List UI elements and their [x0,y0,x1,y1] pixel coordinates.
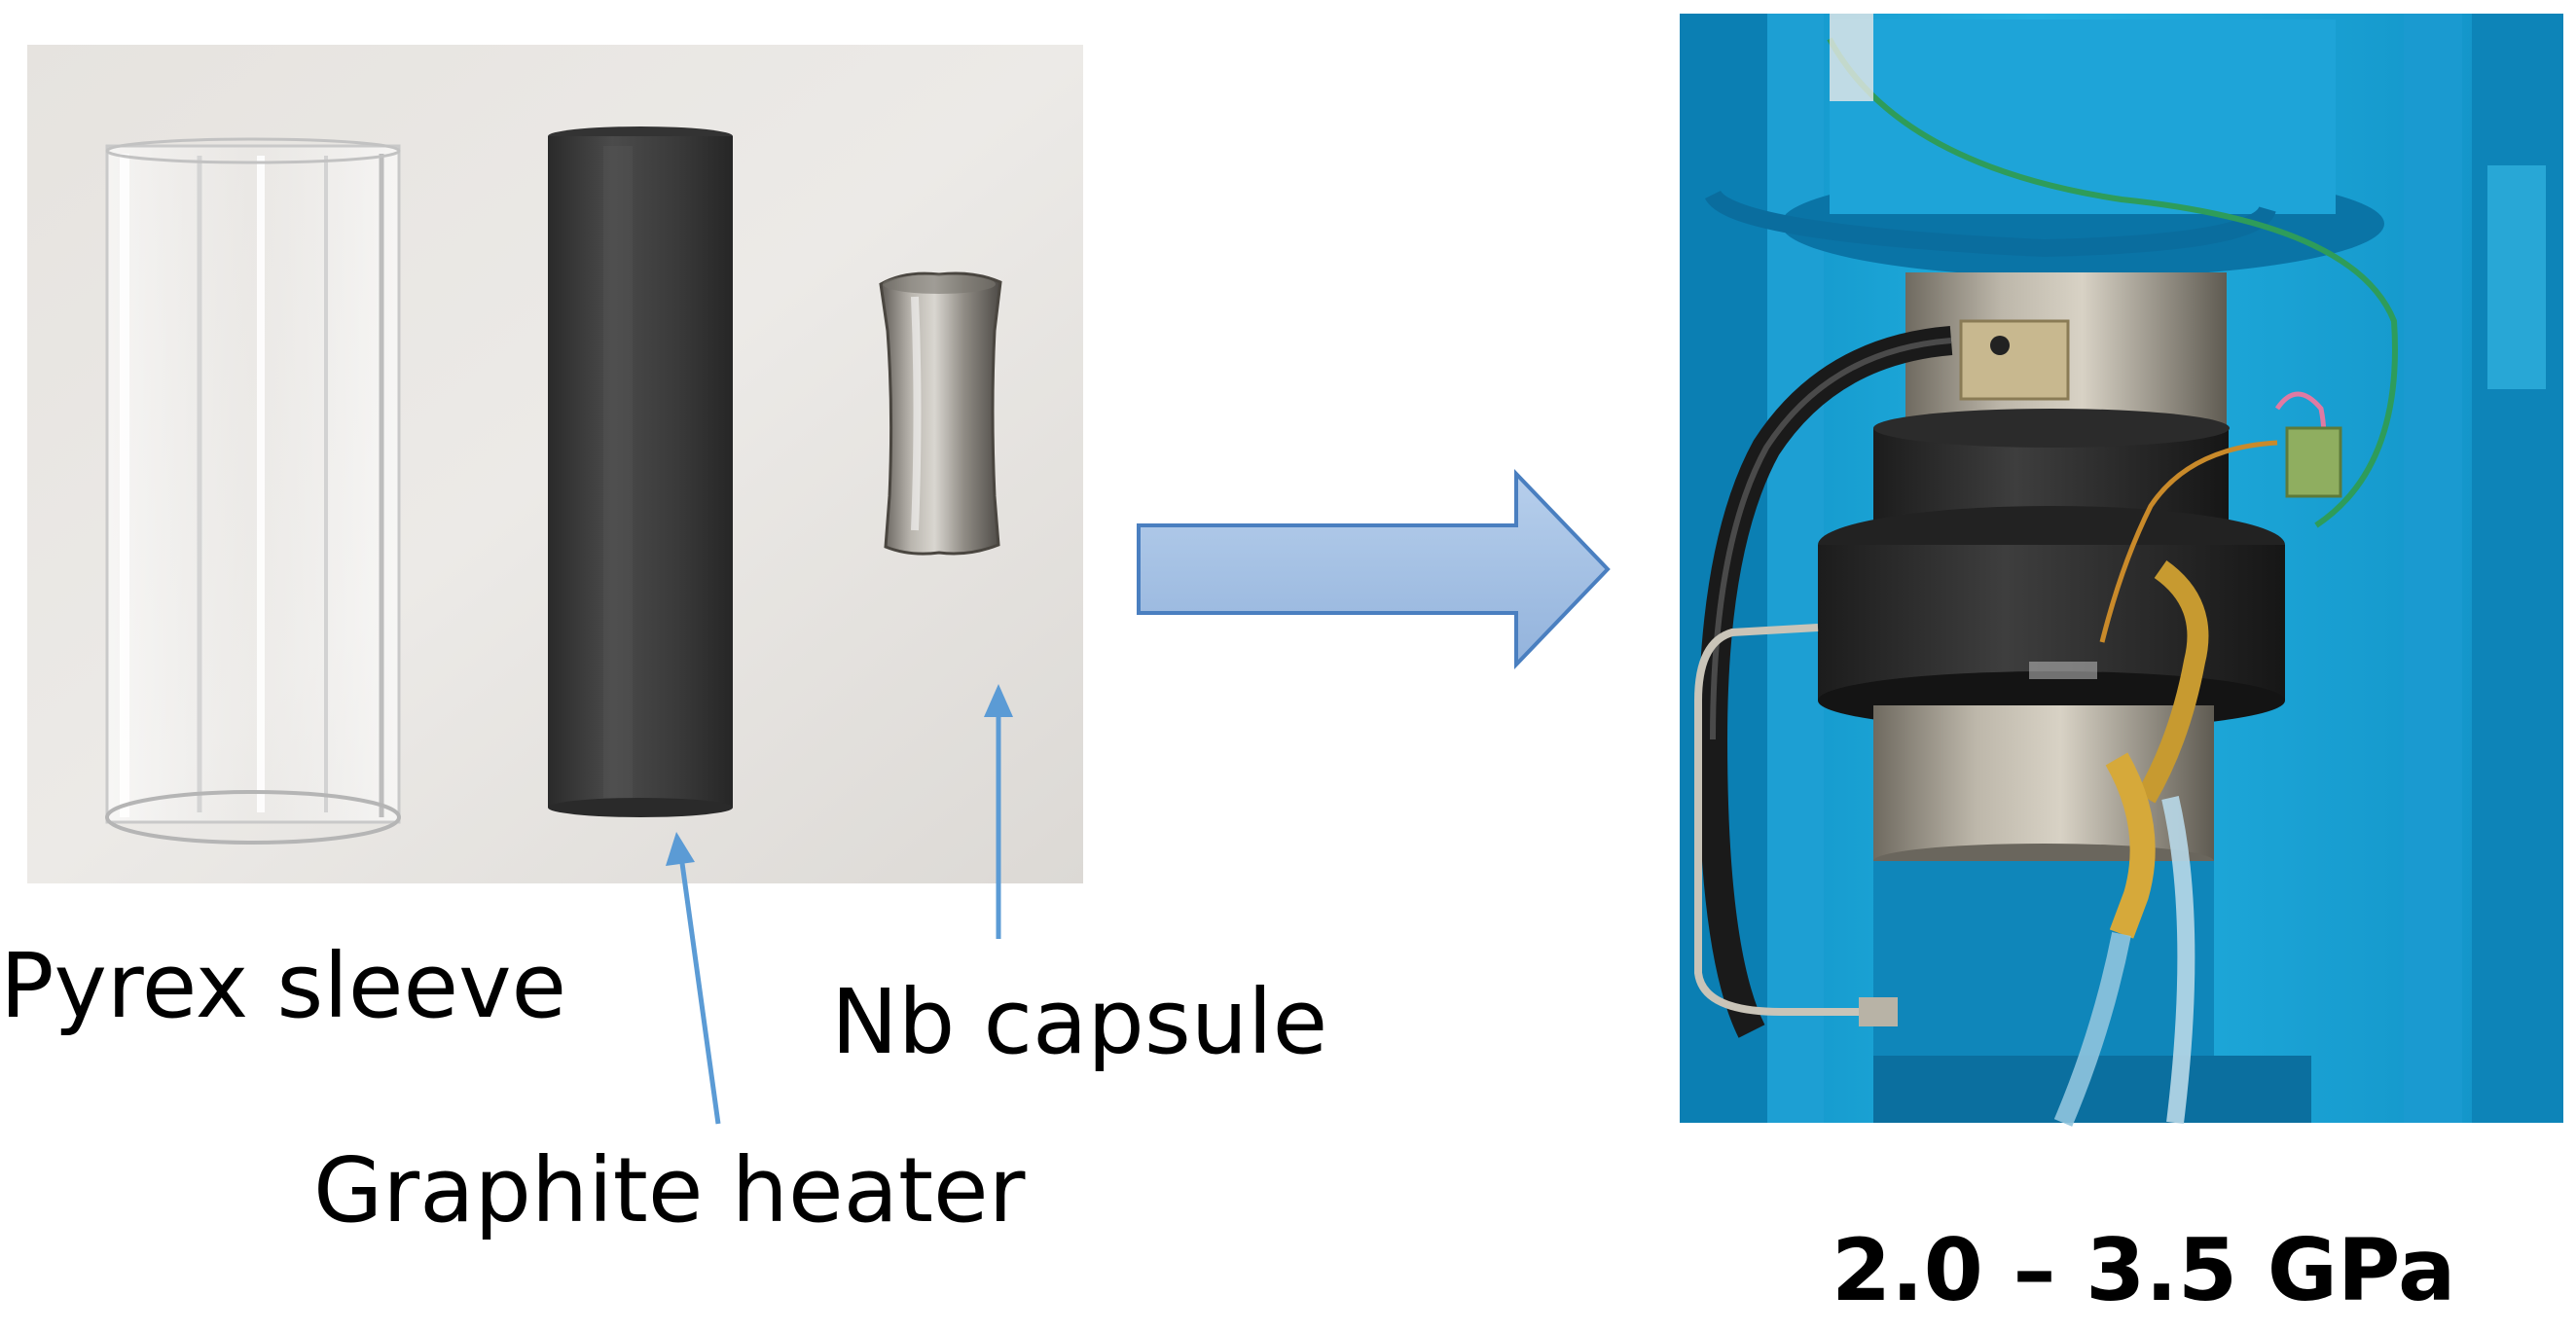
pressure-range-label: 2.0 – 3.5 GPa [1832,1220,2456,1320]
pointer-arrows [666,684,1013,1125]
pyrex-sleeve-image [105,137,401,845]
graphite-heater-label: Graphite heater [313,1138,1026,1242]
nb-pointer-head [984,684,1013,717]
graphite-pointer-head [666,832,695,866]
nb-capsule-label: Nb capsule [831,970,1328,1074]
pyrex-sleeve-label: Pyrex sleeve [0,934,567,1038]
press-photo [1680,14,2563,1127]
nb-capsule-image [879,271,1002,556]
transition-arrow [1137,469,1611,669]
graphite-pointer-arrow [678,855,721,1125]
graphite-heater-image [548,126,733,817]
components-photo [27,45,1083,883]
